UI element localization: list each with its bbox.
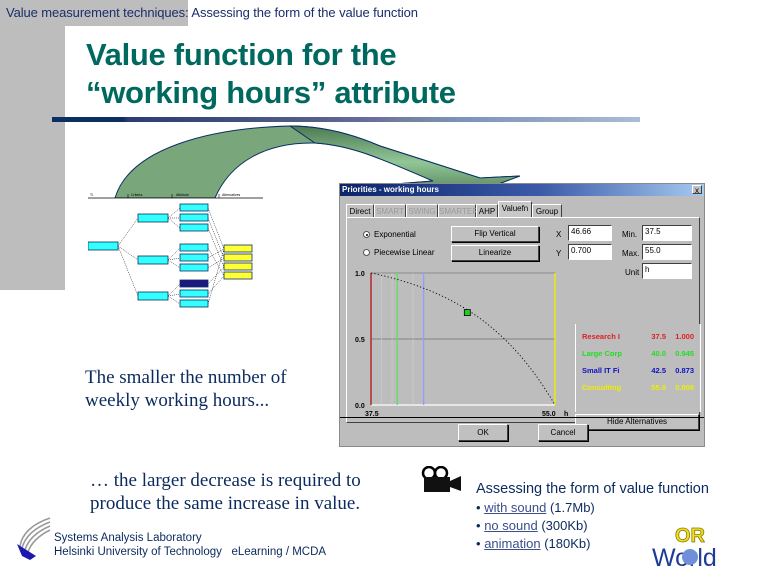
alternative-x: 37.5 [651, 332, 666, 341]
x-input[interactable]: 46.66 [568, 225, 612, 241]
video-link-item: • with sound (1.7Mb) [476, 500, 595, 515]
alternative-value: 0.873 [675, 366, 694, 375]
alternative-row: Consulting 55.0 0.000 [582, 383, 694, 392]
dialog-title-bar[interactable]: Priorities - working hours [340, 184, 704, 196]
alternative-row: Research I 37.5 1.000 [582, 332, 694, 341]
alternative-x: 55.0 [651, 383, 666, 392]
video-size: (180Kb) [544, 536, 591, 551]
dialog-title: Priorities - working hours [342, 185, 439, 194]
tab-ahp[interactable]: AHP [476, 204, 498, 217]
caption-left-line2: weekly working hours... [85, 390, 270, 411]
tab-group[interactable]: Group [532, 204, 562, 217]
alternative-x: 42.5 [651, 366, 666, 375]
page-title-line2: “working hours” attribute [86, 75, 456, 110]
alternative-name: Consulting [582, 383, 622, 392]
tab-smart[interactable]: SMART [374, 204, 406, 217]
hut-logo-icon [17, 517, 51, 560]
min-input[interactable]: 37.5 [642, 225, 692, 241]
value-tree-diagram: Ti Criteria Attribute Alternatives [88, 193, 263, 308]
page-title-line1: Value function for the [86, 37, 397, 72]
video-link-item: • no sound (300Kb) [476, 518, 588, 533]
unit-label: Unit [625, 268, 640, 277]
y-tick-label: 1.0 [355, 271, 365, 278]
caption-bottom: … the larger decrease is required to pro… [90, 469, 361, 515]
breadcrumb: Value measurement techniques: Assessing … [6, 5, 418, 20]
tab-valuefn[interactable]: Valuefn [498, 201, 532, 218]
alternative-row: Large Corp 40.0 0.945 [582, 349, 694, 358]
max-label: Max. [622, 249, 640, 258]
title-underline [52, 117, 640, 122]
x-min-label: 37.5 [365, 411, 379, 418]
max-input[interactable]: 55.0 [642, 244, 692, 260]
footer-line2: Helsinki University of Technology eLearn… [54, 546, 327, 558]
footer-line1: Systems Analysis Laboratory [54, 532, 202, 544]
alternative-name: Large Corp [582, 349, 623, 358]
side-band [0, 0, 65, 290]
y-input[interactable]: 0.700 [568, 244, 612, 260]
valuefn-tab-panel: Exponential Piecewise Linear Flip Vertic… [346, 217, 701, 430]
y-label: Y [556, 249, 562, 258]
caption-bottom-line2: produce the same increase in value. [90, 493, 361, 514]
min-label: Min. [622, 230, 638, 239]
bullet: • [476, 536, 481, 551]
value-curve [370, 272, 556, 406]
radio-label: Exponential [374, 230, 416, 239]
tab-smarter[interactable]: SMARTER [438, 204, 478, 217]
page-title: Value function for the “working hours” a… [86, 36, 456, 112]
or-world-logo: OR World [652, 525, 717, 569]
caption-left-line1: The smaller the number of [85, 367, 287, 388]
alternative-name: Research I [582, 332, 620, 341]
hide-alternatives-button[interactable]: Hide Alternatives [575, 414, 699, 430]
tree-header-2: Attribute [176, 193, 189, 197]
caption-left: The smaller the number of weekly working… [85, 366, 287, 412]
ok-button[interactable]: OK [458, 424, 508, 441]
caption-bottom-line1: … the larger decrease is required to [90, 470, 361, 491]
alternative-row: Small IT Fi 42.5 0.873 [582, 366, 694, 375]
y-tick-label: 0.0 [355, 403, 365, 410]
alternative-name: Small IT Fi [582, 366, 620, 375]
flip-vertical-button[interactable]: Flip Vertical [451, 226, 539, 242]
tab-direct[interactable]: Direct [346, 204, 374, 217]
video-title: Assessing the form of value function [476, 481, 709, 497]
selected-point-handle[interactable] [463, 309, 471, 316]
radio-label: Piecewise Linear [374, 248, 435, 257]
video-link[interactable]: with sound [484, 500, 547, 515]
alternative-value: 0.945 [675, 349, 694, 358]
video-size: (300Kb) [541, 518, 588, 533]
alternative-value: 0.000 [675, 383, 694, 392]
tree-header-3: Alternatives [222, 193, 241, 197]
x-label: X [556, 230, 562, 239]
radio-piecewise-linear[interactable]: Piecewise Linear [363, 248, 434, 257]
unit-input[interactable]: h [642, 263, 692, 279]
video-link[interactable]: animation [484, 536, 541, 551]
tab-swing[interactable]: SWING [406, 204, 438, 217]
video-size: (1.7Mb) [549, 500, 595, 515]
bullet: • [476, 500, 481, 515]
alternative-value: 1.000 [675, 332, 694, 341]
x-unit-label: h [564, 411, 568, 418]
alternative-x: 40.0 [651, 349, 666, 358]
or-world-logo-or: OR [675, 525, 706, 547]
bullet: • [476, 518, 481, 533]
linearize-button[interactable]: Linearize [451, 245, 539, 261]
radio-dot [363, 231, 370, 238]
radio-exponential[interactable]: Exponential [363, 230, 416, 239]
video-link[interactable]: no sound [484, 518, 538, 533]
y-tick-label: 0.5 [355, 337, 365, 344]
x-max-label: 55.0 [542, 411, 556, 418]
cancel-button[interactable]: Cancel [538, 424, 588, 441]
video-link-item: • animation (180Kb) [476, 536, 590, 551]
dialog-divider [340, 417, 704, 418]
close-button[interactable]: x [692, 185, 702, 195]
video-camera-icon[interactable] [421, 466, 463, 494]
tree-header-1: Criteria [131, 193, 142, 197]
tree-header-0: Ti [90, 193, 93, 197]
radio-dot [363, 249, 370, 256]
